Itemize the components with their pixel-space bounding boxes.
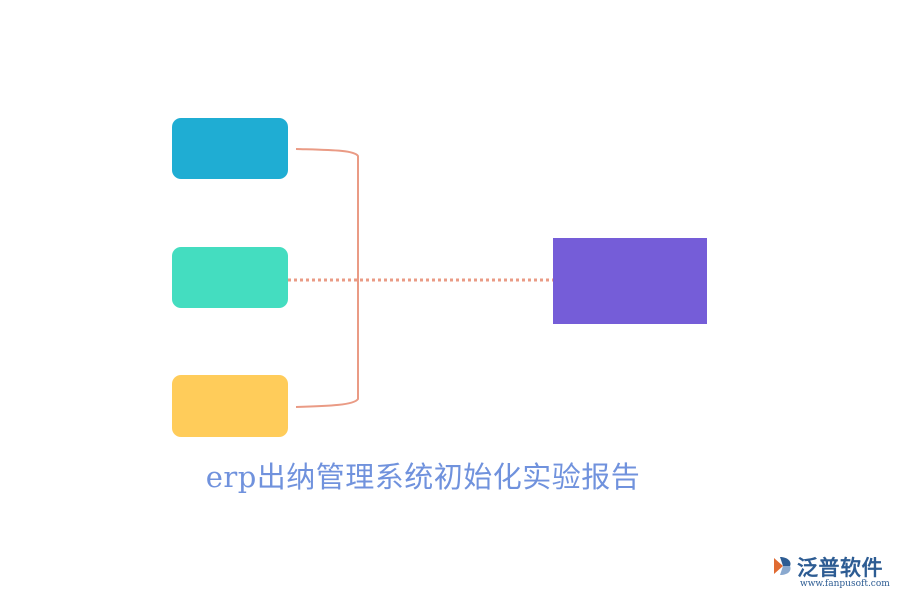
right-box bbox=[553, 238, 707, 324]
fanpu-logo-icon bbox=[774, 557, 791, 575]
watermark-logo: 泛普软件 www.fanpusoft.com bbox=[770, 552, 890, 594]
watermark-url: www.fanpusoft.com bbox=[800, 579, 890, 589]
left-box-3 bbox=[172, 375, 288, 437]
watermark-name: 泛普软件 bbox=[797, 556, 883, 580]
bracket-connector bbox=[295, 148, 359, 408]
diagram-caption: erp出纳管理系统初始化实验报告 bbox=[205, 460, 641, 494]
left-box-1 bbox=[172, 118, 288, 179]
left-box-2 bbox=[172, 247, 288, 308]
